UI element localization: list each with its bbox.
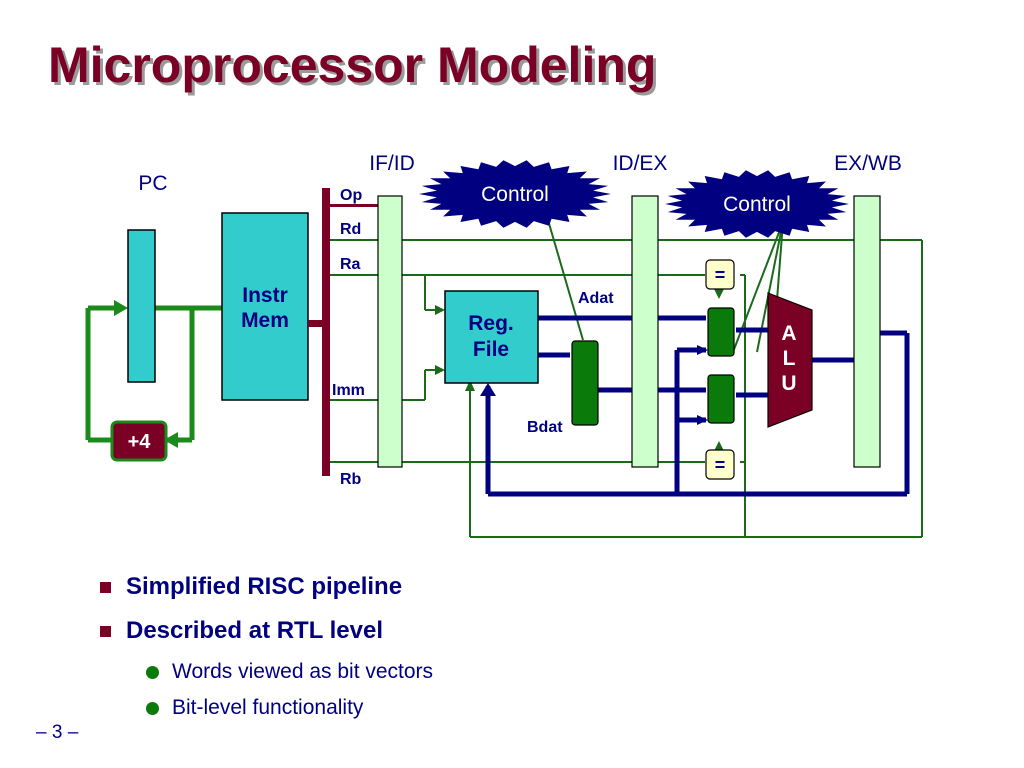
- sub-bullet-item: Words viewed as bit vectors: [100, 658, 433, 694]
- alu-label-l: L: [783, 347, 796, 370]
- comparator-top: [705, 259, 735, 290]
- mux-alu-a: [707, 307, 735, 357]
- sub-bullet-item: Bit-level functionality: [100, 694, 433, 730]
- instr-mem-label-2: Mem: [241, 309, 289, 332]
- stage-label-id-ex: ID/EX: [613, 152, 668, 175]
- port-label-adat: Adat: [578, 290, 614, 307]
- bullet-text: Simplified RISC pipeline: [126, 573, 403, 600]
- control-burst-decode: [419, 160, 611, 228]
- slide-title: Microprocessor Modeling: [48, 37, 657, 93]
- arrow-to-incrementer: [164, 432, 178, 448]
- arrow-ra-to-regfile: [435, 305, 445, 315]
- alu-label-u: U: [781, 372, 796, 395]
- register-file: [444, 290, 539, 384]
- control-label-execute: Control: [723, 193, 791, 216]
- register-file-label-1: Reg.: [468, 312, 514, 335]
- comparator-bottom: [705, 449, 735, 480]
- pc-register: [127, 229, 156, 383]
- incrementer: [110, 420, 168, 462]
- bullet-item: Simplified RISC pipeline: [100, 570, 433, 614]
- arrow-writeback-addr: [465, 380, 475, 391]
- tap-op: [330, 204, 378, 207]
- stage-label-ex-wb: EX/WB: [834, 152, 902, 175]
- instr-mem-label-1: Instr: [242, 284, 288, 307]
- latch-if-id: [377, 195, 403, 468]
- stage-label-if-id: IF/ID: [369, 152, 415, 175]
- comparator-top-label: =: [715, 265, 726, 285]
- instruction-field-taps: [330, 204, 378, 207]
- page-number: – 3 –: [36, 722, 79, 743]
- field-label-rd: Rd: [340, 221, 361, 238]
- control-burst-execute: [665, 170, 849, 238]
- instr-mem-block: [221, 212, 309, 401]
- data-buses: [485, 315, 910, 497]
- arrow-writeback-data: [480, 383, 496, 396]
- bullet-item: Described at RTL level: [100, 614, 433, 658]
- field-label-ra: Ra: [340, 256, 361, 273]
- square-bullet-icon: [100, 582, 111, 593]
- arrow-rb-to-regfile: [435, 365, 445, 375]
- arrow-to-mux-b: [697, 415, 708, 425]
- instruction-field-bar: [322, 188, 330, 476]
- latch-ex-wb: [853, 195, 881, 468]
- bullet-text: Described at RTL level: [126, 617, 383, 644]
- control-label-decode: Control: [481, 183, 549, 206]
- latch-id-ex: [631, 195, 659, 468]
- round-bullet-icon: [146, 666, 159, 679]
- mux-bdat: [571, 340, 599, 426]
- bullet-list: Simplified RISC pipeline Described at RT…: [100, 570, 433, 730]
- mux-alu-b: [707, 374, 735, 424]
- alu-label-a: A: [781, 322, 796, 345]
- square-bullet-icon: [100, 626, 111, 637]
- thin-wires: [330, 219, 923, 538]
- register-file-label-2: File: [473, 338, 509, 361]
- round-bullet-icon: [146, 702, 159, 715]
- comparator-bottom-label: =: [715, 455, 726, 475]
- field-label-imm: Imm: [332, 382, 365, 399]
- field-label-op: Op: [340, 187, 362, 204]
- sub-bullet-text: Words viewed as bit vectors: [172, 660, 434, 683]
- field-label-rb: Rb: [340, 471, 362, 488]
- arrowheads: [114, 289, 724, 451]
- port-label-bdat: Bdat: [527, 419, 563, 436]
- arrow-to-pc: [114, 300, 128, 316]
- instr-bus-stub: [308, 320, 324, 327]
- incrementer-label: +4: [128, 431, 152, 453]
- pc-label: PC: [138, 172, 167, 195]
- arrow-to-comparator-top: [714, 289, 724, 299]
- sub-bullet-text: Bit-level functionality: [172, 696, 364, 719]
- arrow-to-mux-a: [697, 345, 708, 355]
- arrow-to-comparator-bottom: [714, 441, 724, 451]
- alu: [767, 292, 813, 428]
